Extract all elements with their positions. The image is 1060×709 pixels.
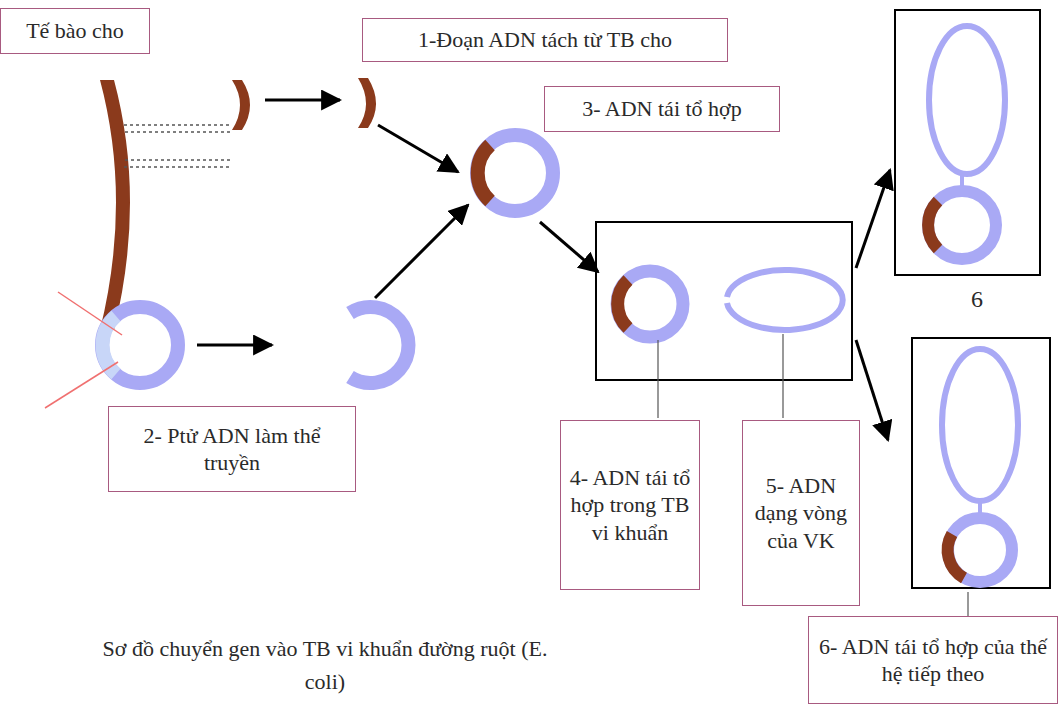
label-box: 1-Đoạn ADN tách từ TB cho [362,18,728,62]
label-text: 6- ADN tái tổ hợp của thế hệ tiếp theo [815,633,1051,688]
leader-lines [658,334,968,616]
bacterial-dna [929,26,1005,174]
restriction-cuts [45,292,122,408]
inserted-gene [618,280,628,328]
label-box: Tế bào cho [0,8,150,54]
caption: Sơ đồ chuyển gen vào TB vi khuẩn đường r… [90,632,560,698]
donor-cell [100,80,130,330]
dna-fragment [232,80,250,130]
bacterial-dna [727,270,843,330]
recombinant-dna [928,191,996,259]
inserted-gene [928,201,938,249]
inserted-gene [948,534,964,578]
label-text: 5- ADN dạng vòng của VK [749,472,853,555]
label-text: 1-Đoạn ADN tách từ TB cho [418,26,672,54]
label-box: 4- ADN tái tổ hợp trong TB vi khuẩn [560,420,700,590]
opened-plasmid [350,307,408,383]
dna-fragment [358,78,376,128]
bacterium-cell [596,222,852,380]
recombinant-dna [477,135,553,211]
daughter-cell [912,338,1050,588]
recombinant-dna [948,518,1012,582]
bacterial-dna [942,349,1018,501]
label-box: 5- ADN dạng vòng của VK [742,420,860,606]
label-text: Tế bào cho [26,17,124,45]
label-box: 2- Ptử ADN làm thể truyền [108,406,356,492]
label-text: 2- Ptử ADN làm thể truyền [115,422,349,477]
label-box: 3- ADN tái tổ hợp [544,86,780,132]
label-text: 4- ADN tái tổ hợp trong TB vi khuẩn [567,464,693,547]
callout-number: 6 [962,286,992,313]
cut-lines [124,125,232,167]
process-arrows [197,100,890,440]
plasmid [102,307,178,383]
inserted-gene [478,145,490,201]
label-text: 3- ADN tái tổ hợp [582,95,742,123]
daughter-cell [895,10,1040,275]
label-box: 6- ADN tái tổ hợp của thế hệ tiếp theo [808,616,1058,704]
recombinant-dna [617,271,683,337]
